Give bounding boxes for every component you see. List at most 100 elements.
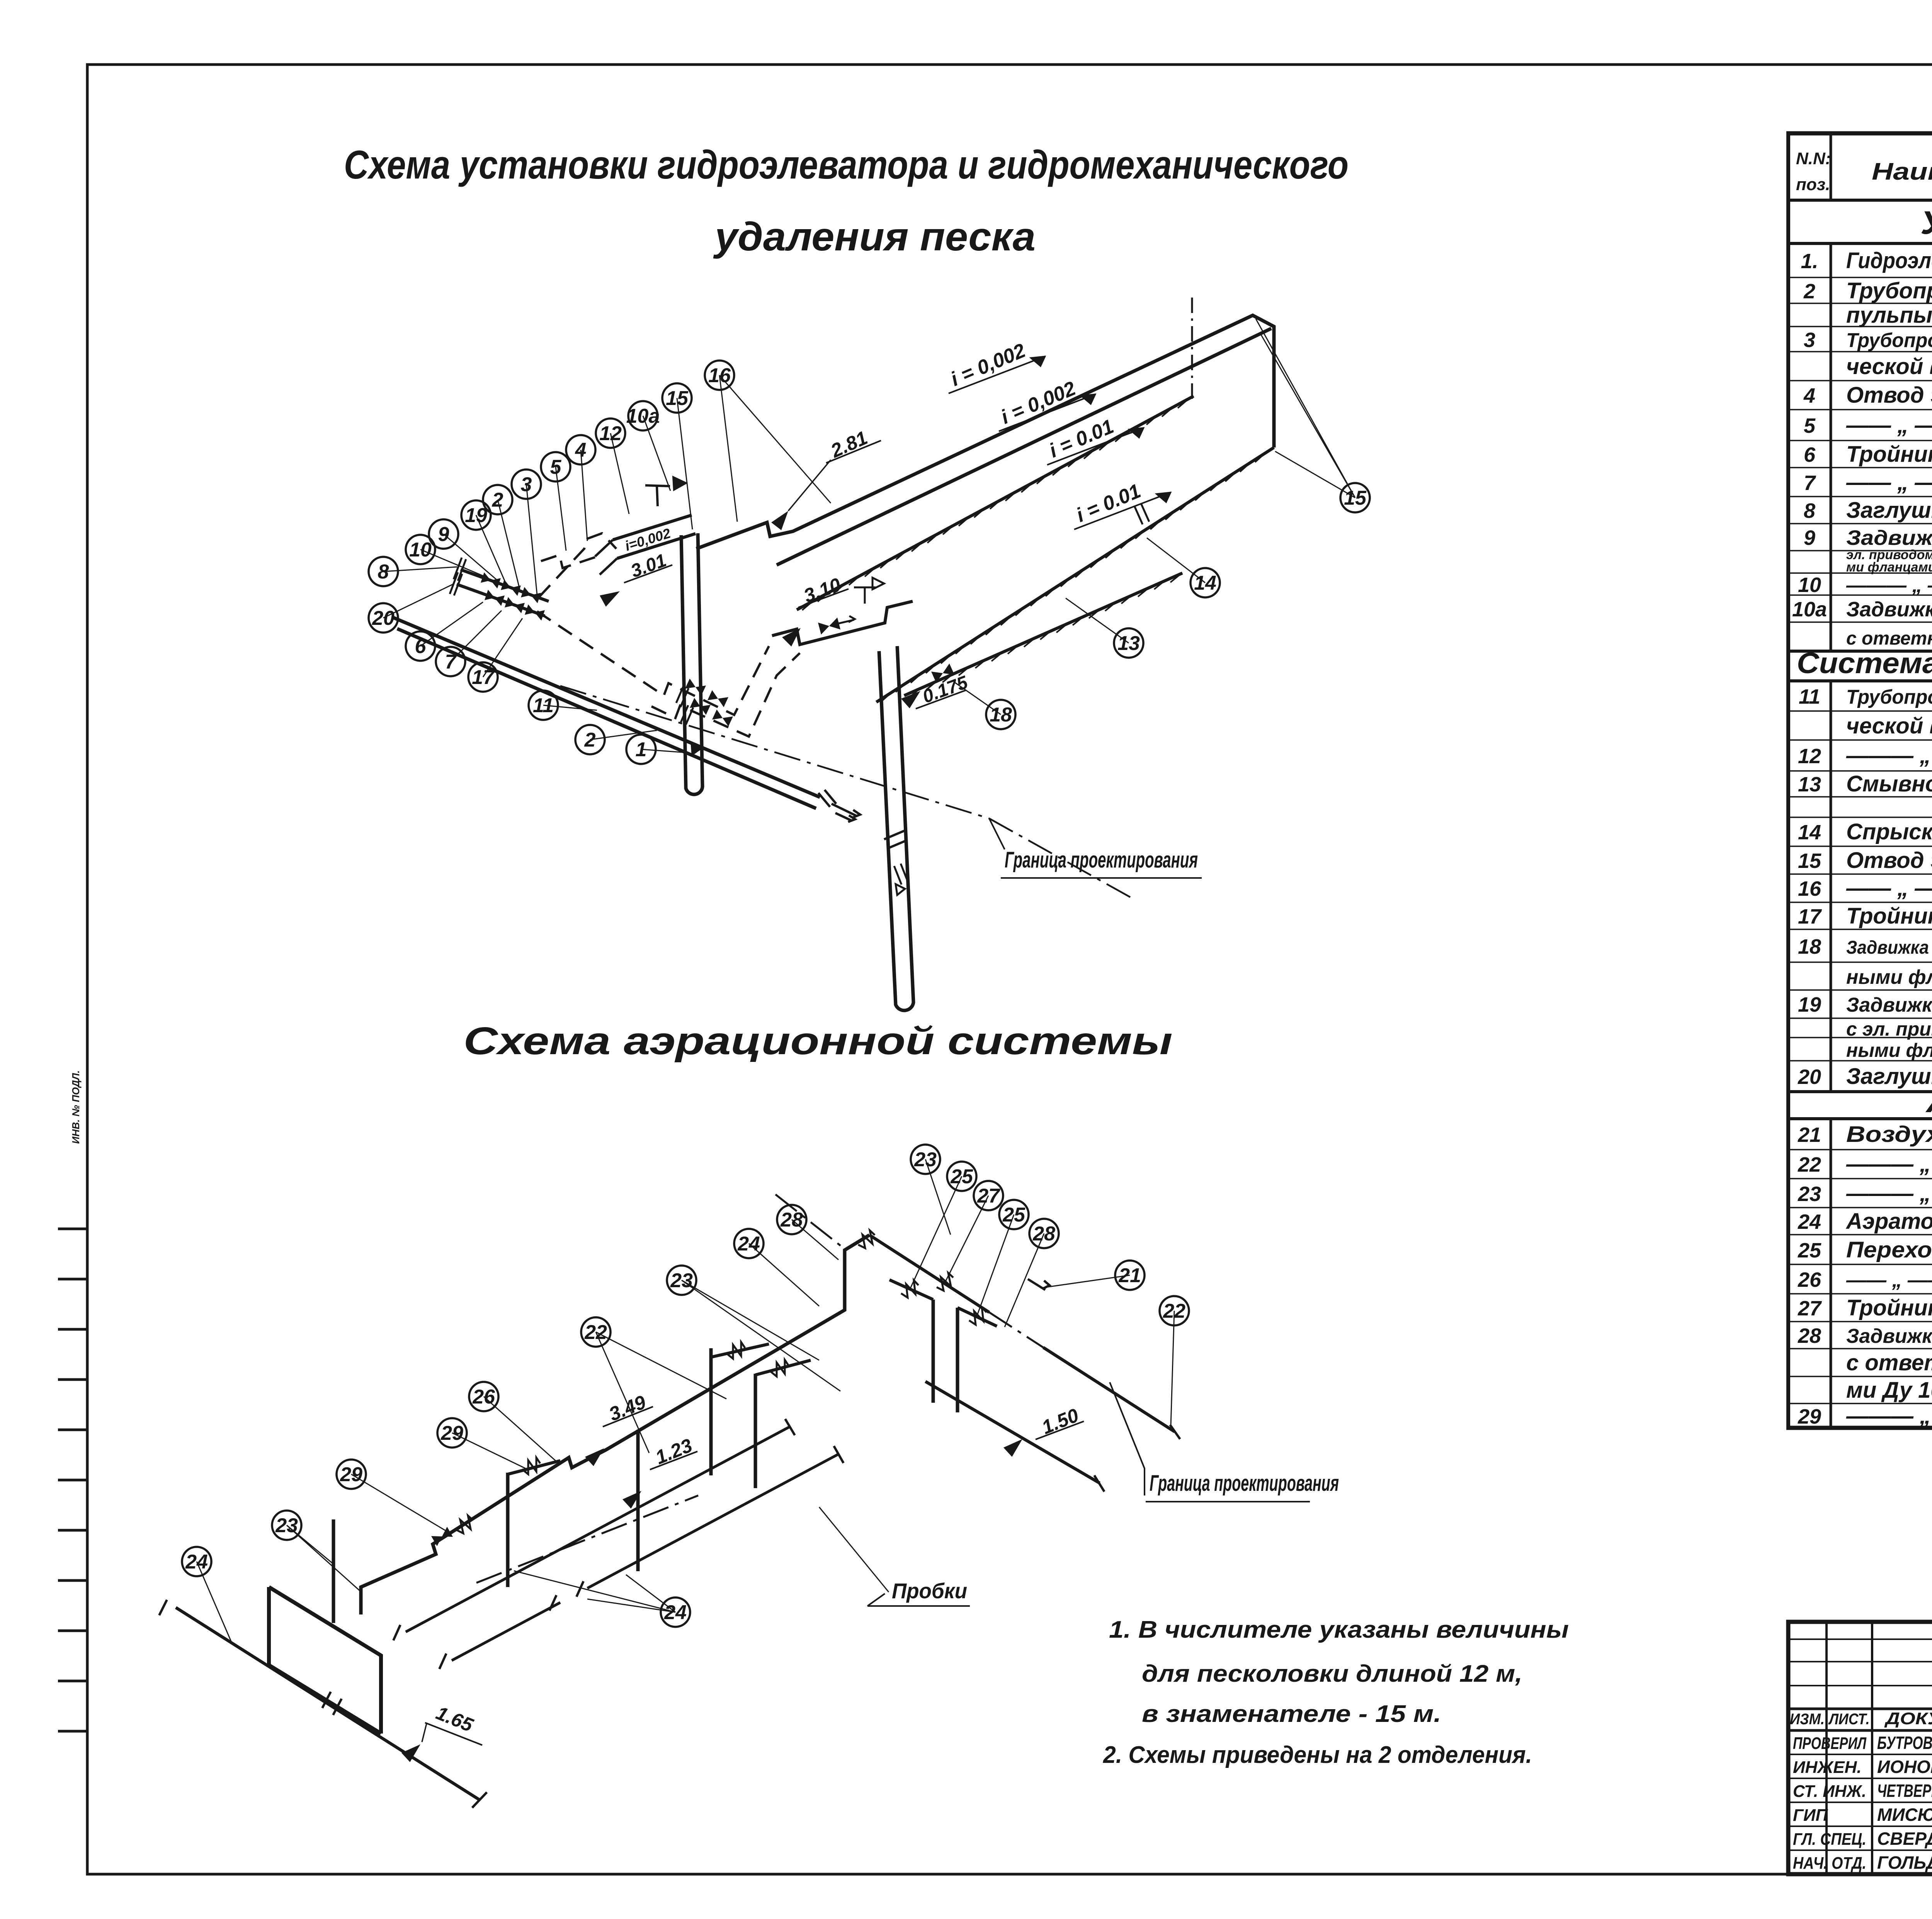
svg-text:Задвижка Ру 10 кгс/см²: Задвижка Ру 10 кгс/см²	[1846, 1325, 1932, 1347]
svg-text:12: 12	[599, 422, 622, 445]
svg-text:СТ. ИНЖ.: СТ. ИНЖ.	[1793, 1782, 1866, 1801]
svg-text:—— „ —— 90° 100 с 40: —— „ —— 90° 100 с 40	[1846, 413, 1932, 438]
svg-text:ИНЖЕН.: ИНЖЕН.	[1793, 1758, 1862, 1777]
svg-text:ными фланцами Ду 150: ными фланцами Ду 150	[1846, 1039, 1932, 1061]
svg-text:Граница проектирования: Граница проектирования	[1005, 847, 1198, 873]
svg-text:Заглушка 150 с32: Заглушка 150 с32	[1846, 498, 1932, 523]
svg-text:6: 6	[415, 635, 427, 658]
svg-text:8: 8	[1804, 499, 1815, 522]
svg-text:ДОКУМ.: ДОКУМ.	[1884, 1709, 1932, 1728]
svg-text:БУТРОВКИНА: БУТРОВКИНА	[1877, 1733, 1932, 1753]
svg-text:Отвод 90° 150с32: Отвод 90° 150с32	[1846, 848, 1932, 873]
svg-text:Задвижка Ру 10 кгс/см²: Задвижка Ру 10 кгс/см²	[1846, 598, 1932, 621]
svg-text:Смывной трубопровод: Смывной трубопровод	[1846, 771, 1932, 796]
svg-text:ЧЕТВЕРНИНА: ЧЕТВЕРНИНА	[1877, 1781, 1932, 1801]
svg-text:26: 26	[1798, 1268, 1821, 1291]
svg-text:13: 13	[1117, 632, 1140, 655]
svg-text:13: 13	[1798, 773, 1821, 796]
svg-text:3: 3	[521, 473, 532, 496]
svg-text:пульпы 159 × 4,5: пульпы 159 × 4,5	[1846, 303, 1932, 328]
svg-text:Отвод 90° 150 с 32: Отвод 90° 150 с 32	[1846, 383, 1932, 408]
svg-text:Задвижка Ру 10кгс/см² с ответ-: Задвижка Ру 10кгс/см² с ответ-	[1846, 937, 1932, 958]
svg-text:ческой воды 108 × 4: ческой воды 108 × 4	[1846, 354, 1932, 379]
svg-text:29: 29	[440, 1422, 463, 1444]
svg-text:ми Ду 100: ми Ду 100	[1846, 1378, 1932, 1403]
svg-text:1: 1	[636, 738, 647, 761]
svg-text:5: 5	[1804, 414, 1816, 437]
svg-text:ПРОВЕРИЛ: ПРОВЕРИЛ	[1793, 1734, 1867, 1753]
svg-text:удаления песка: удаления песка	[713, 214, 1036, 259]
svg-text:МИСЮК: МИСЮК	[1877, 1805, 1932, 1825]
svg-text:5: 5	[550, 456, 562, 478]
svg-text:25: 25	[1002, 1204, 1026, 1226]
svg-text:28: 28	[1798, 1324, 1821, 1347]
svg-text:с ответными фланца-: с ответными фланца-	[1846, 1350, 1932, 1375]
svg-text:20: 20	[1798, 1065, 1821, 1089]
svg-text:25: 25	[1798, 1239, 1821, 1262]
svg-text:21: 21	[1118, 1264, 1141, 1287]
svg-text:—— „ — 150 с 32: —— „ — 150 с 32	[1846, 470, 1932, 495]
svg-text:28: 28	[1032, 1223, 1055, 1245]
svg-text:поз.: поз.	[1796, 175, 1830, 194]
svg-text:Установка гидроэлеватора: Установка гидроэлеватора	[1920, 204, 1932, 241]
svg-text:10: 10	[1798, 573, 1821, 597]
svg-text:10а: 10а	[1792, 598, 1827, 621]
svg-text:11: 11	[1799, 685, 1820, 708]
svg-text:——— „ ——— 57 × 3: ——— „ ——— 57 × 3	[1846, 1181, 1932, 1206]
svg-text:эл. приводом и ответны-: эл. приводом и ответны-	[1846, 548, 1932, 562]
svg-text:1.: 1.	[1801, 250, 1818, 273]
svg-text:22: 22	[1798, 1153, 1821, 1176]
svg-text:ми фланцами Ду 150: ми фланцами Ду 150	[1846, 560, 1932, 575]
svg-text:ГИП: ГИП	[1793, 1806, 1828, 1825]
svg-text:8: 8	[378, 561, 389, 583]
svg-text:15: 15	[1344, 487, 1367, 509]
svg-text:11: 11	[533, 694, 554, 717]
svg-text:19: 19	[465, 504, 487, 527]
svg-text:Аэрационная система: Аэрационная система	[1925, 1086, 1932, 1118]
svg-text:10а: 10а	[626, 405, 660, 427]
svg-text:—— „ —— К 100× 50 с40: —— „ —— К 100× 50 с40	[1846, 1269, 1932, 1291]
svg-text:2: 2	[492, 489, 503, 511]
svg-text:9: 9	[438, 523, 449, 546]
svg-text:Наименование: Наименование	[1872, 158, 1932, 185]
svg-text:24: 24	[1798, 1210, 1821, 1233]
svg-text:14: 14	[1194, 572, 1216, 594]
svg-text:Задвижка Ру 10 кгс/см²: Задвижка Ру 10 кгс/см²	[1846, 994, 1932, 1016]
svg-text:с эл. приводом и ответ-: с эл. приводом и ответ-	[1846, 1018, 1932, 1040]
svg-text:27: 27	[977, 1185, 1000, 1207]
svg-text:Трубопровод подачи техни-: Трубопровод подачи техни-	[1846, 329, 1932, 352]
svg-text:26: 26	[472, 1386, 495, 1408]
svg-text:——— „ ——— Ду 50: ——— „ ——— Ду 50	[1846, 1404, 1932, 1429]
svg-text:Трубопровод отвода: Трубопровод отвода	[1846, 278, 1932, 303]
svg-text:14: 14	[1798, 821, 1821, 844]
svg-text:ИЗМ.: ИЗМ.	[1790, 1711, 1825, 1728]
svg-text:3: 3	[1804, 328, 1815, 352]
svg-text:9: 9	[1804, 526, 1815, 550]
svg-text:1. В числителе указаны вел: 1. В числителе указаны величины	[1109, 1616, 1569, 1643]
svg-text:ИНВ. № ПОДЛ.: ИНВ. № ПОДЛ.	[70, 1070, 82, 1144]
svg-text:ГОЛЬДМАН: ГОЛЬДМАН	[1877, 1853, 1932, 1873]
svg-text:Спрыски 14 × 2: Спрыски 14 × 2	[1846, 819, 1932, 844]
svg-text:29: 29	[340, 1463, 362, 1486]
svg-text:СВЕРДЛОВ: СВЕРДЛОВ	[1877, 1829, 1932, 1849]
svg-text:Схема установки гидроэлеватора: Схема установки гидроэлеватора и гидроме…	[344, 143, 1349, 187]
svg-text:4: 4	[575, 439, 587, 461]
svg-text:29: 29	[1798, 1405, 1821, 1428]
svg-text:4: 4	[1803, 384, 1815, 407]
svg-text:25: 25	[950, 1165, 973, 1188]
svg-text:28: 28	[780, 1209, 803, 1231]
svg-text:10: 10	[409, 539, 432, 561]
svg-text:ГЛ. СПЕЦ.: ГЛ. СПЕЦ.	[1793, 1830, 1866, 1849]
svg-text:——— „ ——— 108 × 4: ——— „ ——— 108 × 4	[1846, 1152, 1932, 1177]
svg-text:для песколовки длиной 12 м: для песколовки длиной 12 м,	[1142, 1660, 1522, 1687]
svg-text:Тройник 200×150 с32: Тройник 200×150 с32	[1846, 903, 1932, 929]
svg-text:Трубопровод подачи техни-: Трубопровод подачи техни-	[1846, 686, 1932, 708]
svg-text:Переход К 150×100 с 32: Переход К 150×100 с 32	[1846, 1237, 1932, 1262]
svg-text:Тройник 150 с 32: Тройник 150 с 32	[1846, 1295, 1932, 1320]
svg-text:16: 16	[1798, 877, 1821, 900]
svg-text:21: 21	[1798, 1123, 1821, 1147]
svg-text:17: 17	[1798, 905, 1822, 928]
svg-text:15: 15	[1798, 849, 1821, 873]
svg-text:N.N:: N.N:	[1796, 149, 1831, 168]
svg-text:18: 18	[1798, 935, 1821, 958]
